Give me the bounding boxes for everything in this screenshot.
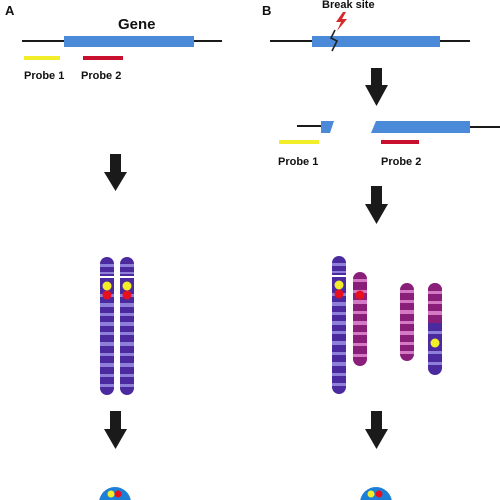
split-gene-diagram (279, 121, 500, 144)
probe1-label-a: Probe 1 (24, 70, 65, 82)
yellow-signal-dot (430, 338, 440, 348)
probe2-label-b: Probe 2 (381, 156, 422, 168)
probe1-label-b: Probe 1 (278, 156, 319, 168)
lightning-icon (336, 12, 347, 31)
break-mark (329, 29, 339, 52)
red-signal-dot (334, 289, 344, 299)
down-arrow-icon (365, 411, 388, 449)
chromosome-b-translocated-2 (428, 283, 442, 375)
panel-a-label: A (5, 3, 15, 18)
down-arrow-icon (104, 411, 127, 449)
gene-label: Gene (118, 16, 156, 33)
red-signal-dot (355, 290, 365, 300)
chromosome-a-left (100, 257, 114, 395)
chromosome-b-partner (353, 272, 367, 366)
chromosome-a-right (120, 257, 134, 395)
probe1-a-bar (24, 56, 60, 60)
yellow-signal-dot (122, 281, 132, 291)
probe1-b-bar (279, 140, 319, 144)
yellow-signal-dot (102, 281, 112, 291)
down-arrow-icon (365, 68, 388, 106)
nucleus-a (99, 487, 131, 500)
probe2-a-bar (83, 56, 123, 60)
down-arrow-icon (104, 154, 127, 191)
split-gene-left (321, 121, 334, 133)
gene-a-diagram (22, 36, 222, 60)
nucleus-b (360, 487, 392, 500)
split-gene-right (371, 121, 470, 133)
break-site-label: Break site (322, 0, 375, 11)
red-signal-dot (122, 290, 132, 300)
chromosome-b-translocated-1 (400, 283, 414, 361)
panel-b-label: B (262, 3, 272, 18)
gene-b-bar (312, 36, 440, 47)
probe2-label-a: Probe 2 (81, 70, 122, 82)
red-signal-dot (102, 290, 112, 300)
yellow-signal-dot (334, 280, 344, 290)
chromosome-b-normal (332, 256, 346, 394)
gene-b-diagram (270, 12, 470, 52)
down-arrow-icon (365, 186, 388, 224)
gene-a-bar (64, 36, 194, 47)
probe2-b-bar (381, 140, 419, 144)
